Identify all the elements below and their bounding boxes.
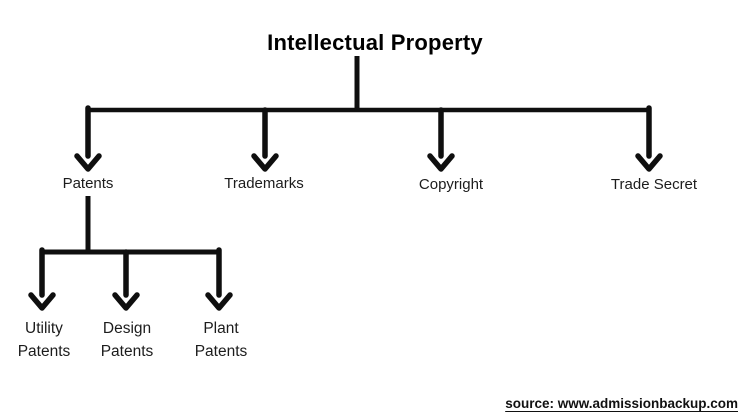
node-trademarks: Trademarks: [224, 175, 304, 192]
node-copyright: Copyright: [418, 176, 484, 193]
source-credit: source: www.admissionbackup.com: [505, 396, 738, 411]
arrow-to-copyright: [427, 107, 455, 172]
node-utility-patents: Utility Patents: [17, 320, 71, 360]
arrow-to-patents: [74, 105, 102, 172]
node-design-patents: Design Patents: [100, 320, 154, 360]
arrow-to-trademarks: [251, 107, 279, 172]
arrow-to-plant-patents: [205, 247, 233, 311]
node-patents: Patents: [62, 175, 114, 192]
diagram-title: Intellectual Property: [267, 30, 483, 55]
node-plant-patents: Plant Patents: [194, 320, 248, 360]
arrow-to-design-patents: [112, 249, 140, 311]
arrow-to-trade-secret: [635, 105, 663, 172]
arrow-to-utility-patents: [28, 247, 56, 311]
node-trade-secret: Trade Secret: [610, 176, 698, 193]
